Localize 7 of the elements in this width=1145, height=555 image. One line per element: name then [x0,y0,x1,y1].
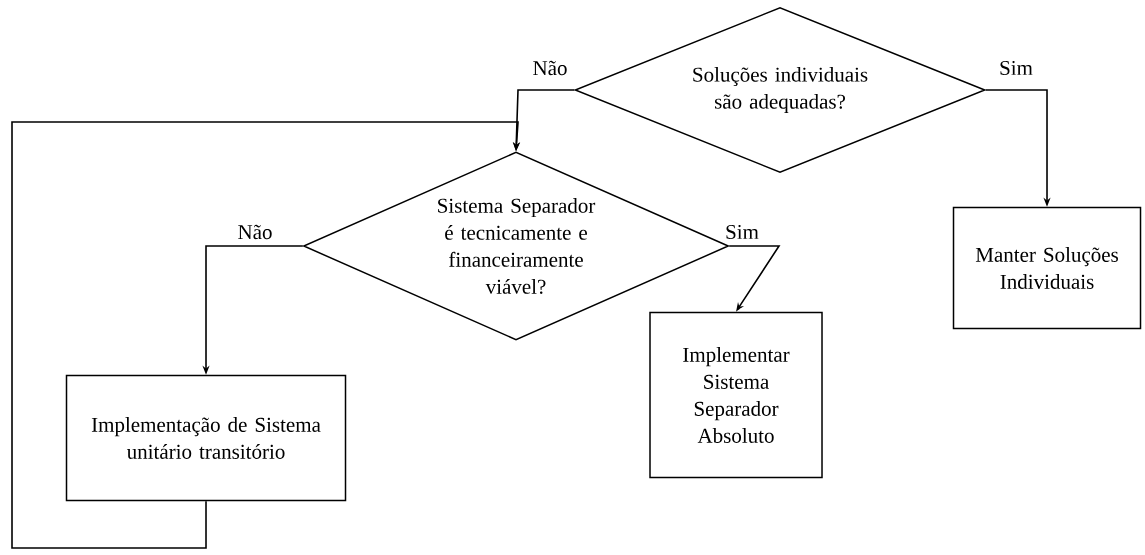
arrow [11,121,521,549]
process-box: Manter Soluções Individuais [952,206,1142,330]
process-box: Implementação de Sistema unitário transitório [65,374,347,502]
edge-label: Não [236,223,274,241]
edge-label: Não [531,59,569,77]
edge-label: Sim [998,59,1034,77]
process-box: Implementar Sistema Separador Absoluto [649,311,823,479]
